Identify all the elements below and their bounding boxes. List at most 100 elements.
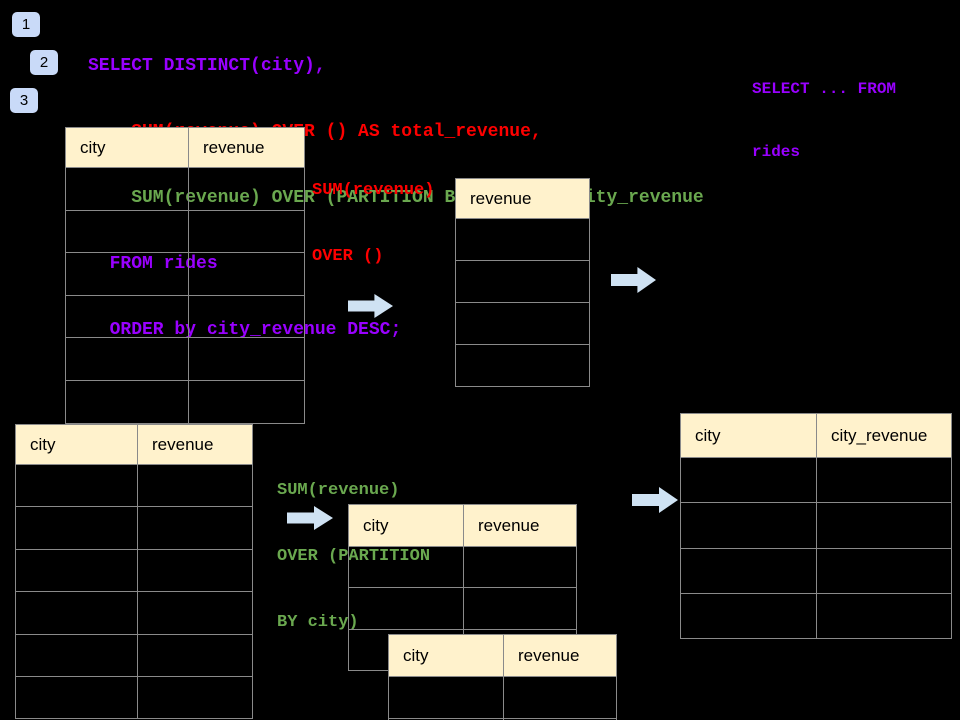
table-row	[681, 502, 951, 548]
table-cell	[189, 168, 304, 210]
sql-code-line-1: SELECT DISTINCT(city),	[88, 56, 326, 76]
table-cell	[817, 549, 951, 593]
column-header-revenue: revenue	[152, 434, 214, 454]
table-row	[16, 633, 252, 676]
table-cell	[16, 592, 138, 634]
side-note-line-2: rides	[752, 143, 801, 161]
table-row	[456, 344, 589, 386]
table-row	[456, 260, 589, 302]
table-row	[16, 675, 252, 719]
table-row	[456, 302, 589, 344]
annotation-line: SUM(revenue)	[312, 181, 435, 200]
column-header-revenue: revenue	[203, 137, 265, 157]
table-cell	[66, 338, 189, 380]
table-result: city city_revenue	[680, 413, 952, 640]
table-header-row: city city_revenue	[681, 414, 951, 457]
table-row	[681, 547, 951, 593]
table-row	[66, 294, 304, 338]
table-cell	[189, 296, 304, 338]
column-header-city: city	[66, 128, 189, 167]
table-cell	[189, 211, 304, 253]
table-cell	[349, 588, 464, 629]
table-cell	[349, 547, 464, 588]
flow-arrow-icon	[611, 267, 656, 293]
table-row	[389, 676, 616, 718]
table-row	[66, 209, 304, 253]
table-row	[16, 591, 252, 634]
table-cell	[66, 295, 189, 338]
table-row	[16, 464, 252, 507]
table-cell	[681, 548, 817, 593]
table-row	[681, 457, 951, 503]
step-badge-2: 2	[30, 50, 58, 75]
table-cell	[189, 381, 304, 423]
table-row	[16, 548, 252, 592]
table-cell	[504, 677, 616, 718]
annotation-line: SUM(revenue)	[277, 481, 400, 500]
table-header-row: city revenue	[16, 425, 252, 464]
table-total-revenue: revenue	[455, 178, 590, 387]
table-header-row: city revenue	[389, 635, 616, 676]
column-header-city: city	[681, 414, 817, 457]
table-cell	[817, 594, 951, 638]
table-cell	[16, 549, 138, 592]
table-cell	[189, 253, 304, 295]
table-row	[66, 379, 304, 423]
annotation-line: OVER ()	[312, 247, 384, 266]
table-row	[349, 546, 576, 588]
table-cell	[16, 465, 138, 507]
table-row	[66, 167, 304, 210]
table-rides-bottom: city revenue	[15, 424, 253, 720]
column-header-city-revenue: city_revenue	[831, 425, 928, 445]
table-cell	[817, 458, 951, 502]
column-header-revenue: revenue	[478, 515, 540, 535]
partition-annotation: SUM(revenue) OVER (PARTITION BY city)	[277, 436, 430, 678]
flow-arrow-icon	[632, 487, 678, 513]
column-header-city: city	[389, 635, 504, 676]
table-row	[349, 587, 576, 629]
column-header-city: city	[16, 425, 138, 464]
table-cell	[681, 458, 817, 503]
table-cell	[138, 465, 252, 506]
table-cell	[389, 677, 504, 718]
table-cell	[66, 168, 189, 210]
table-row	[456, 218, 589, 260]
table-cell	[66, 253, 189, 295]
table-partition-lower: city revenue	[388, 634, 617, 720]
table-partition-upper: city revenue	[348, 504, 577, 671]
table-cell	[138, 677, 252, 718]
step-badge-1: 1	[12, 12, 40, 37]
annotation-line: BY city)	[277, 613, 359, 632]
total-revenue-annotation: SUM(revenue) OVER ()	[312, 136, 434, 312]
column-header-revenue: revenue	[518, 645, 580, 665]
table-cell	[456, 303, 589, 344]
table-row	[16, 506, 252, 549]
annotation-line: OVER (PARTITION	[277, 547, 431, 566]
table-cell	[189, 338, 304, 380]
table-cell	[464, 588, 576, 628]
table-header-row: revenue	[456, 179, 589, 218]
table-cell	[16, 676, 138, 719]
column-header-revenue: revenue	[470, 188, 532, 208]
table-rides-top: city revenue	[65, 127, 305, 424]
side-note-line-1: SELECT ... FROM	[752, 80, 897, 98]
table-cell	[681, 593, 817, 639]
table-cell	[138, 550, 252, 591]
table-cell	[16, 634, 138, 676]
table-cell	[138, 507, 252, 548]
table-cell	[66, 380, 189, 423]
table-cell	[681, 503, 817, 548]
sql-code-line-4: FROM rides	[88, 254, 218, 274]
table-row	[66, 337, 304, 380]
table-cell	[456, 219, 589, 260]
table-row	[681, 592, 951, 639]
table-header-row: city revenue	[349, 505, 576, 546]
table-cell	[138, 635, 252, 676]
table-cell	[138, 592, 252, 633]
table-header-row: city revenue	[66, 128, 304, 167]
step-badge-3: 3	[10, 88, 38, 113]
flow-arrow-icon	[348, 294, 393, 318]
side-note: SELECT ... FROM rides	[752, 37, 896, 205]
flow-arrow-icon	[287, 506, 333, 530]
